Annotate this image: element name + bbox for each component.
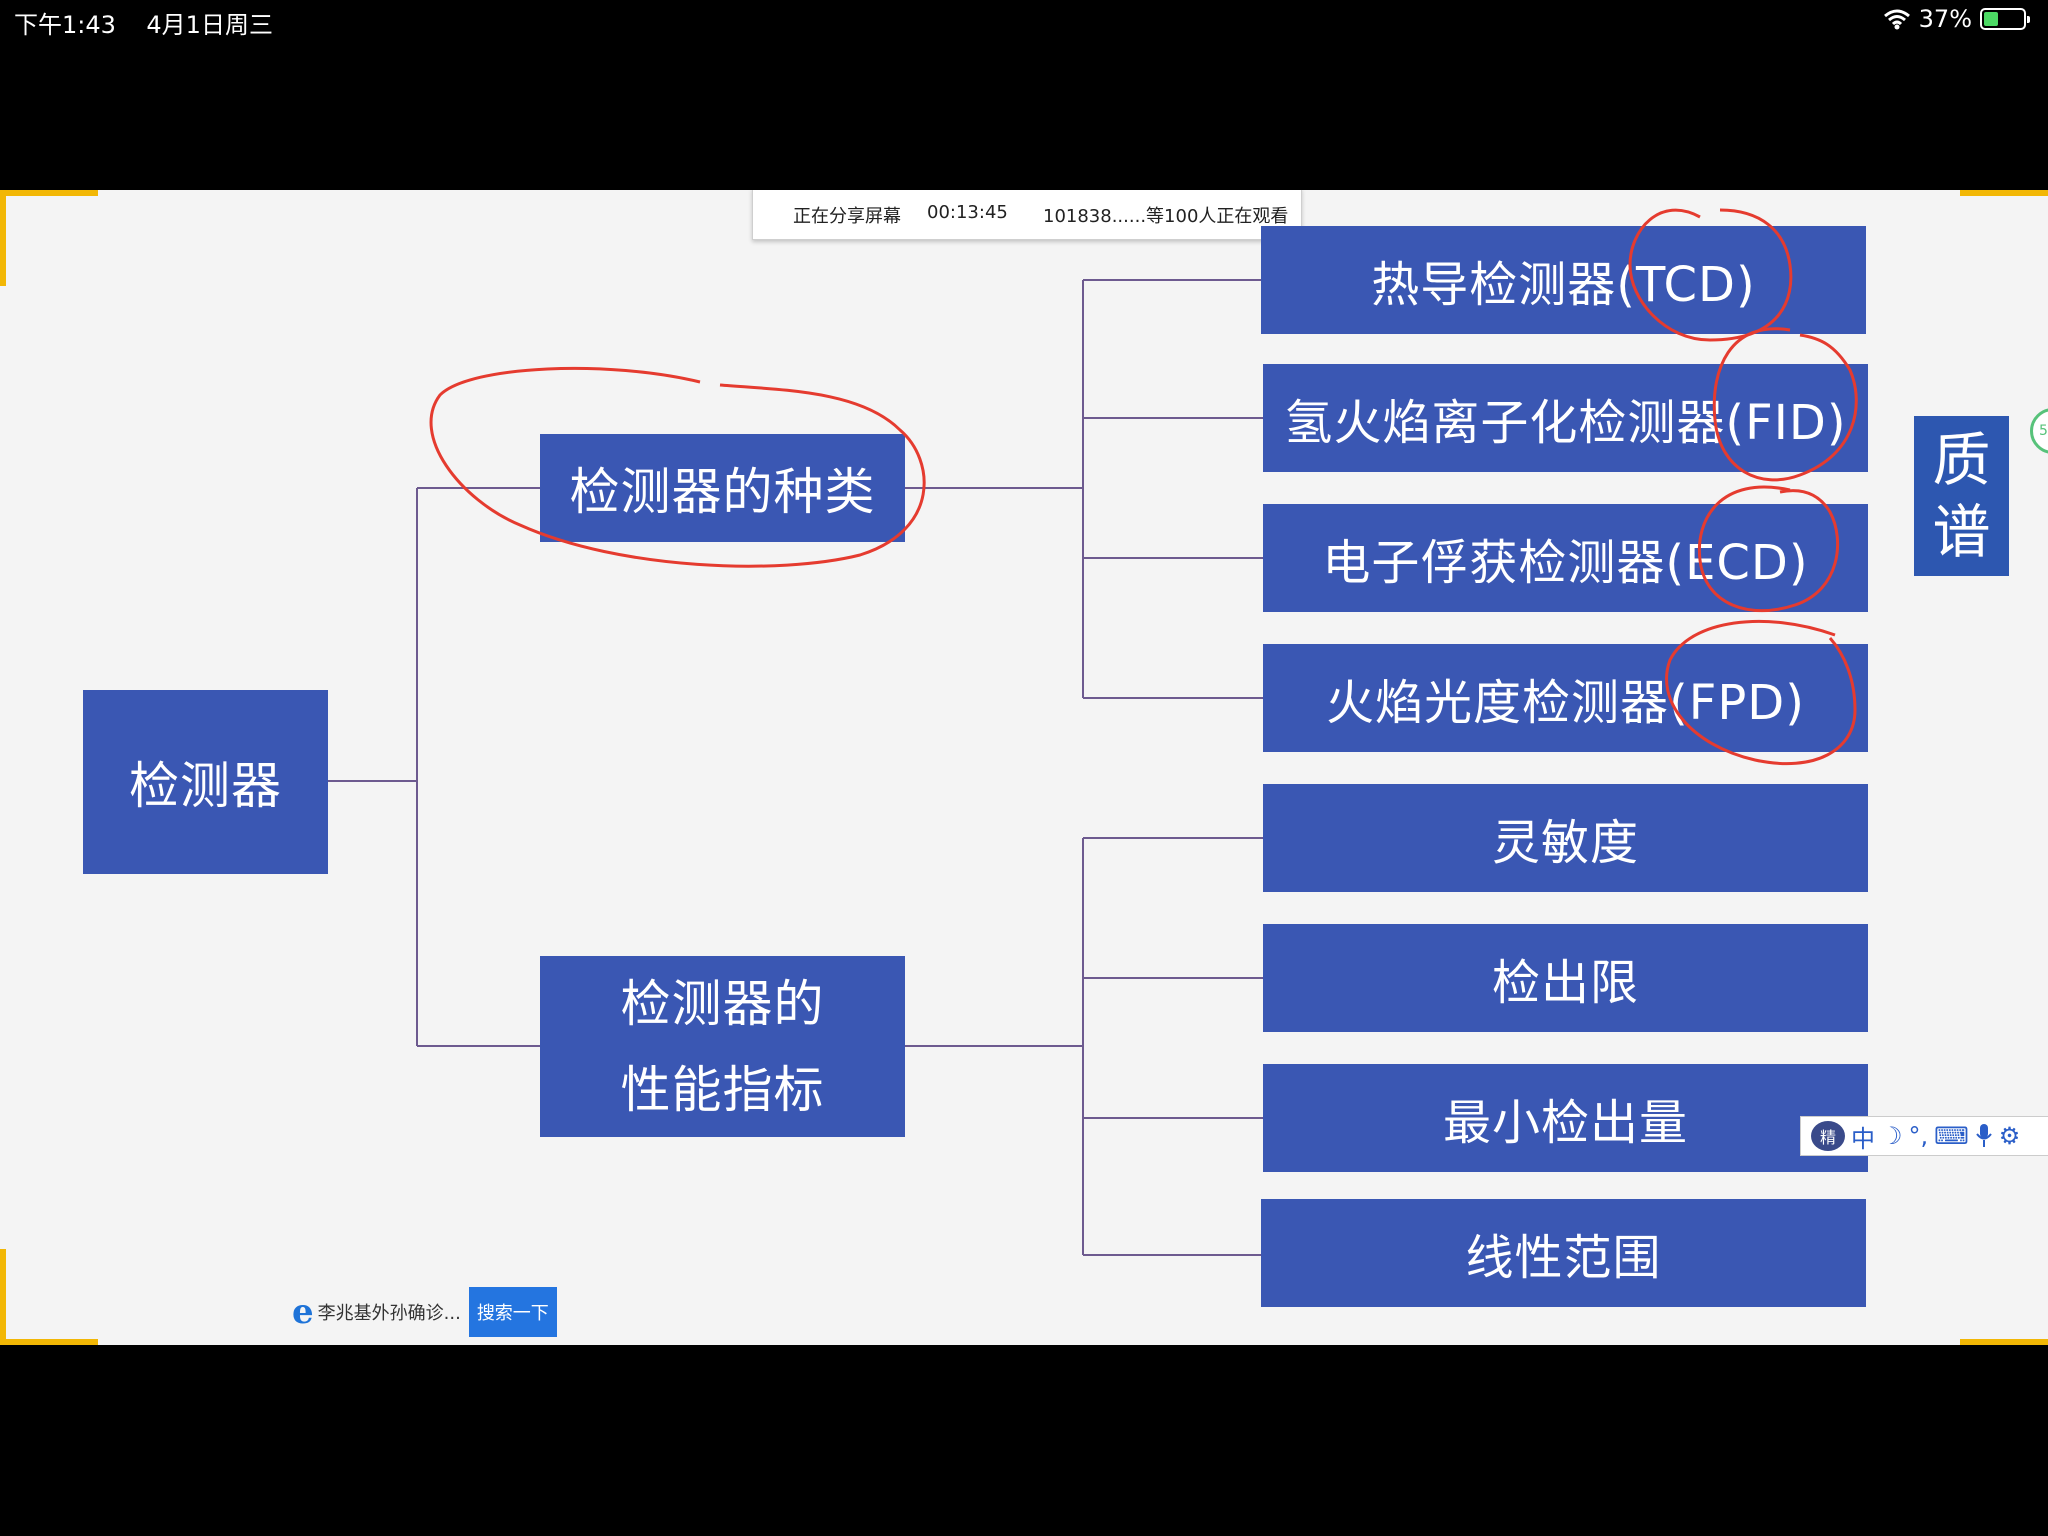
node-type-tcd: 热导检测器(TCD) bbox=[1261, 226, 1866, 334]
node-sensitivity: 灵敏度 bbox=[1263, 784, 1868, 892]
search-headline[interactable]: 李兆基外孙确诊... bbox=[317, 1303, 461, 1324]
performance-line-1: 检测器的 bbox=[620, 974, 825, 1033]
gear-icon[interactable]: ⚙ bbox=[1998, 1122, 2021, 1150]
share-status: 正在分享屏幕 bbox=[793, 206, 901, 227]
mind-map-connectors bbox=[327, 279, 1263, 1256]
node-detection-limit: 检出限 bbox=[1263, 924, 1868, 1032]
share-viewers: 101838......等100人正在观看 bbox=[1043, 206, 1289, 227]
moon-icon[interactable]: ☽ bbox=[1881, 1122, 1903, 1150]
node-root: 检测器 bbox=[83, 690, 328, 874]
battery-percent: 37% bbox=[1918, 5, 1972, 33]
node-detector-types: 检测器的种类 bbox=[540, 434, 905, 542]
ime-toolbar[interactable]: 精 中 ☽ °, ⌨ ⚙ bbox=[1800, 1116, 2048, 1156]
frame-corner-bottom-left bbox=[0, 1339, 98, 1345]
punctuation-icon[interactable]: °, bbox=[1908, 1122, 1929, 1150]
battery-icon bbox=[1980, 8, 2030, 30]
node-performance-indicators: 检测器的 性能指标 bbox=[540, 956, 905, 1137]
frame-corner-top-left-vertical bbox=[0, 190, 6, 286]
keyboard-icon[interactable]: ⌨ bbox=[1934, 1122, 1969, 1150]
side-label-line-1: 质 bbox=[1932, 426, 1991, 494]
search-button[interactable]: 搜索一下 bbox=[468, 1287, 557, 1337]
node-linear-range: 线性范围 bbox=[1261, 1199, 1866, 1307]
floating-widget-text: 5 bbox=[2039, 423, 2048, 439]
search-widget[interactable]: e 李兆基外孙确诊... 搜索一下 bbox=[292, 1287, 557, 1337]
status-bar: 下午1:43 4月1日周三 37% bbox=[0, 0, 2048, 40]
ime-logo-icon[interactable]: 精 bbox=[1811, 1121, 1845, 1151]
node-minimum-detectable-quantity: 最小检出量 bbox=[1263, 1064, 1868, 1172]
frame-corner-bottom-right bbox=[1960, 1339, 2048, 1345]
performance-line-2: 性能指标 bbox=[620, 1060, 825, 1119]
frame-corner-top-right bbox=[1960, 190, 2048, 196]
node-type-ecd: 电子俘获检测器(ECD) bbox=[1263, 504, 1868, 612]
frame-corner-bottom-left-vertical bbox=[0, 1249, 6, 1345]
share-timer: 00:13:45 bbox=[927, 202, 1008, 223]
browser-e-icon: e bbox=[292, 1292, 314, 1332]
wifi-icon bbox=[1883, 9, 1910, 30]
status-time-date: 下午1:43 4月1日周三 bbox=[14, 11, 273, 39]
ime-mode-toggle[interactable]: 中 bbox=[1851, 1124, 1875, 1153]
side-label-line-2: 谱 bbox=[1932, 498, 1991, 566]
status-indicators: 37% bbox=[1883, 5, 2030, 33]
node-type-fid: 氢火焰离子化检测器(FID) bbox=[1263, 364, 1868, 472]
frame-corner-top-left bbox=[0, 190, 98, 196]
battery-level bbox=[1984, 12, 1999, 26]
microphone-icon[interactable] bbox=[1975, 1123, 1993, 1149]
shared-slide: 正在分享屏幕 00:13:45 101838......等100人正在观看 检测… bbox=[0, 190, 2048, 1345]
screen-share-bar[interactable]: 正在分享屏幕 00:13:45 101838......等100人正在观看 bbox=[752, 190, 1302, 240]
node-type-fpd: 火焰光度检测器(FPD) bbox=[1263, 644, 1868, 752]
mass-spectrometry-tab[interactable]: 质 谱 bbox=[1914, 416, 2009, 576]
